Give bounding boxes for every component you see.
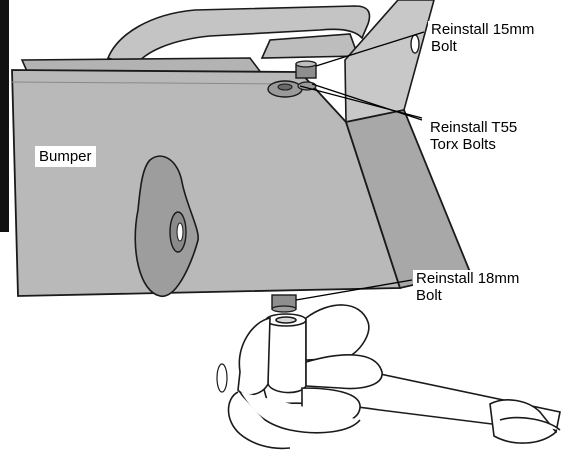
leader-line-15mm [315,31,425,67]
callout-15mm-line1: Reinstall 15mm [431,21,535,38]
bracket-hole [410,34,420,54]
right-bracket [344,0,435,123]
callout-18mm-bolt: Reinstall 18mm Bolt [413,270,523,304]
callout-torx-line2: Torx Bolts [430,136,496,153]
callout-torx-line1: Reinstall T55 [430,119,518,136]
leader-lines [295,31,425,301]
torx-bolt-icon [267,80,317,98]
leader-line-18mm [295,279,413,301]
bolt-15mm-icon [295,60,317,79]
upper-frame [20,5,371,79]
callout-torx-bolts: Reinstall T55 Torx Bolts [427,119,521,153]
callout-15mm-line2: Bolt [431,38,457,55]
callout-15mm-bolt: Reinstall 15mm Bolt [428,21,538,55]
callout-18mm-line2: Bolt [416,287,442,304]
bolt-18mm-icon [271,294,297,313]
bumper-panel-front [11,69,402,297]
leader-line-torx-b [311,83,423,121]
left-edge-strip [0,0,9,232]
callout-18mm-line1: Reinstall 18mm [416,270,520,287]
right-hand-outline [489,399,561,444]
bumper-recess [134,155,199,297]
hand-outline [227,304,383,450]
callout-bumper-label: Bumper [39,148,92,165]
callout-bumper: Bumper [35,146,96,167]
socket-icon [265,313,307,394]
washer-outline [216,363,228,393]
